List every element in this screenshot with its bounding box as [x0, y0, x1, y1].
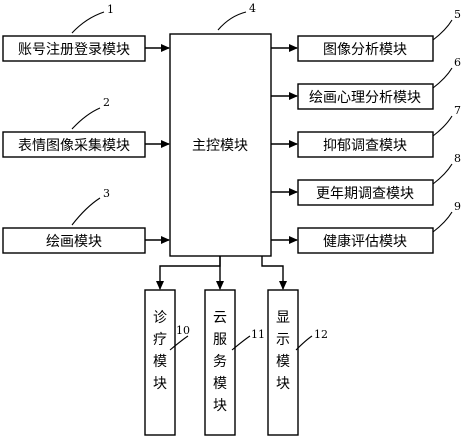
ref-number-5: 5 — [454, 8, 461, 21]
ref-leader-5 — [432, 19, 453, 41]
cloud-service-label: 云服务模块 — [213, 310, 227, 414]
right-module-8: 更年期调查模块 8 — [271, 152, 461, 206]
menopause-survey-label: 更年期调查模块 — [316, 186, 414, 202]
ref-number-6: 6 — [454, 56, 461, 69]
bottom-module-10: 诊疗模块 10 — [144, 256, 221, 436]
diagnosis-treatment-label: 诊疗模块 — [153, 310, 167, 392]
display-label: 显示模块 — [276, 310, 290, 392]
ref-number-12: 12 — [314, 328, 328, 341]
ref-leader-1 — [71, 11, 105, 34]
account-login-label: 账号注册登录模块 — [18, 42, 130, 58]
ref-number-8: 8 — [454, 152, 461, 165]
left-module-2: 表情图像采集模块 2 — [2, 96, 170, 158]
drawing-box — [2, 227, 146, 254]
ref-leader-12 — [295, 335, 313, 351]
right-module-7: 抑郁调查模块 7 — [271, 104, 461, 158]
right-module-6: 绘画心理分析模块 6 — [271, 56, 461, 110]
main-control-box — [169, 33, 272, 257]
ref-leader-6 — [432, 67, 453, 89]
diagnosis-treatment-box — [144, 289, 176, 436]
left-module-3: 绘画模块 3 — [2, 187, 170, 254]
left-module-1: 账号注册登录模块 1 — [2, 3, 170, 62]
ref-number-1: 1 — [107, 3, 114, 16]
arrow-bottom-10 — [156, 256, 221, 290]
ref-leader-7 — [432, 115, 453, 137]
ref-leader-8 — [432, 163, 453, 185]
ref-number-9: 9 — [454, 200, 461, 213]
ref-leader-11 — [231, 335, 251, 351]
ref-number-10: 10 — [176, 324, 190, 337]
ref-number-2: 2 — [103, 96, 110, 109]
ref-leader-2 — [71, 107, 101, 130]
account-login-box — [2, 35, 146, 62]
cloud-service-box — [204, 289, 236, 436]
ref-leader-4 — [217, 11, 247, 31]
expression-capture-box — [2, 131, 146, 158]
image-analysis-box — [297, 35, 434, 62]
main-control-module: 主控模块 4 — [169, 2, 272, 257]
depression-survey-label: 抑郁调查模块 — [323, 138, 407, 154]
ref-leader-9 — [432, 211, 453, 233]
expression-capture-label: 表情图像采集模块 — [18, 137, 130, 154]
depression-survey-box — [297, 131, 434, 158]
bottom-module-12: 显示模块 12 — [261, 256, 328, 436]
right-module-9: 健康评估模块 9 — [271, 200, 461, 254]
arrow-bottom-12 — [261, 256, 287, 290]
main-control-label: 主控模块 — [192, 138, 248, 154]
display-box — [267, 289, 299, 436]
menopause-survey-box — [297, 179, 434, 206]
ref-number-11: 11 — [251, 328, 265, 341]
ref-number-4: 4 — [249, 2, 256, 15]
health-assessment-label: 健康评估模块 — [323, 233, 407, 250]
ref-number-3: 3 — [103, 187, 110, 200]
ref-number-7: 7 — [454, 104, 461, 117]
health-assessment-box — [297, 227, 434, 254]
drawing-label: 绘画模块 — [46, 234, 102, 250]
drawing-psychology-box — [297, 83, 434, 110]
ref-leader-3 — [71, 197, 101, 226]
ref-leader-10 — [169, 335, 189, 351]
right-module-5: 图像分析模块 5 — [271, 8, 461, 62]
bottom-module-11: 云服务模块 11 — [204, 256, 265, 436]
image-analysis-label: 图像分析模块 — [323, 42, 407, 58]
drawing-psychology-label: 绘画心理分析模块 — [309, 90, 421, 106]
